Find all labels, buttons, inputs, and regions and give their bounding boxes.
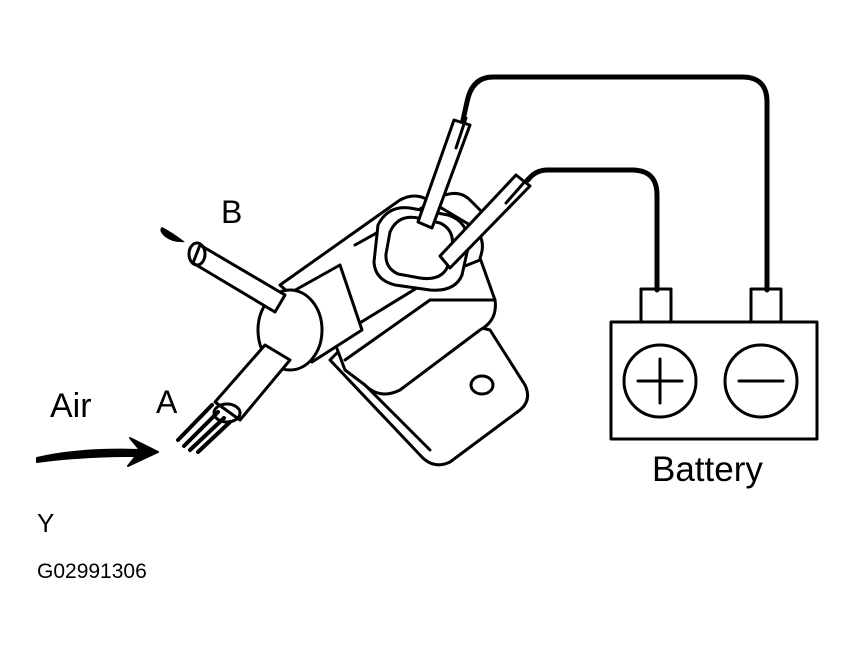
probe-negative (416, 116, 472, 230)
air-label: Air (50, 387, 92, 425)
battery-diagram (609, 287, 819, 441)
negative-wire (460, 74, 770, 293)
port-b-opening (187, 241, 207, 267)
port-a-opening (212, 402, 242, 424)
hose-end (176, 403, 232, 454)
negative-symbol (723, 343, 799, 419)
figure-code: G02991306 (37, 560, 147, 583)
port-b-pipe (187, 241, 287, 314)
port-a-pipe (212, 343, 292, 424)
drop-icon (160, 227, 185, 243)
probe-positive (438, 173, 532, 270)
battery-label: Battery (652, 450, 763, 489)
port-a-label: A (156, 384, 178, 420)
positive-terminal (639, 287, 673, 324)
negative-terminal (749, 287, 783, 324)
positive-symbol (622, 343, 698, 419)
view-label: Y (37, 508, 55, 538)
bracket-hole (469, 374, 495, 396)
positive-wire (525, 167, 660, 293)
air-flow-arrow (36, 437, 159, 467)
connector-housing (372, 206, 470, 292)
port-b-label: B (221, 194, 243, 230)
battery-case (609, 320, 819, 441)
